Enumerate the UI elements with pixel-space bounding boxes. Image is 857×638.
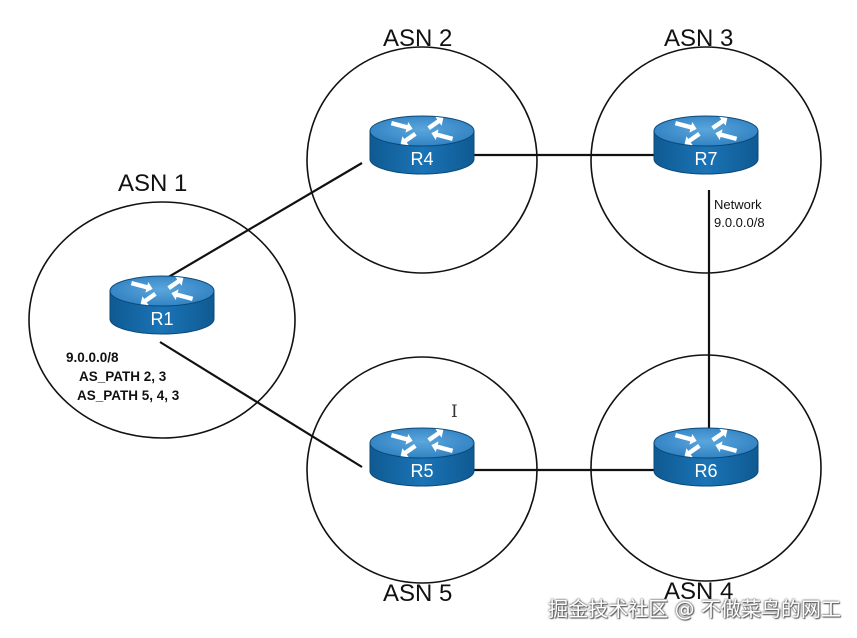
asn4-domain-boundary: [590, 354, 822, 582]
router-r1[interactable]: R1: [109, 273, 215, 335]
watermark: 掘金技术社区 @ 不做菜鸟的网工: [548, 597, 841, 621]
asn5-label: ASN 5: [383, 580, 453, 607]
router-arrows-icon: [130, 276, 194, 306]
text-cursor-icon: I: [451, 402, 458, 422]
router-arrows-icon: [390, 428, 454, 458]
r7-network-prefix: 9.0.0.0/8: [714, 215, 765, 230]
router-label-r5: R5: [410, 461, 433, 481]
link-r5-r1: [159, 341, 363, 468]
r1-route-prefix: 9.0.0.0/8: [66, 350, 119, 365]
router-r6[interactable]: R6: [653, 425, 759, 487]
asn3-domain-boundary: [590, 46, 822, 274]
r1-as-path-2: AS_PATH 5, 4, 3: [77, 388, 180, 403]
router-label-r1: R1: [150, 309, 173, 329]
router-r7[interactable]: R7: [653, 113, 759, 175]
router-arrows-icon: [390, 116, 454, 146]
router-arrows-icon: [674, 116, 738, 146]
router-r4[interactable]: R4: [369, 113, 475, 175]
r1-as-path-1: AS_PATH 2, 3: [79, 369, 167, 384]
asn3-label: ASN 3: [664, 25, 734, 52]
asn1-domain-boundary: [28, 201, 296, 439]
router-label-r7: R7: [694, 149, 717, 169]
link-r1-r4: [159, 162, 363, 283]
asn1-label: ASN 1: [118, 170, 188, 197]
router-arrows-icon: [674, 428, 738, 458]
router-label-r6: R6: [694, 461, 717, 481]
r7-network-label: Network: [714, 197, 762, 212]
asn2-domain-boundary: [306, 46, 538, 274]
router-label-r4: R4: [410, 149, 433, 169]
asn4-label: ASN 4: [664, 578, 734, 605]
asn2-label: ASN 2: [383, 25, 453, 52]
router-r5[interactable]: R5: [369, 425, 475, 487]
